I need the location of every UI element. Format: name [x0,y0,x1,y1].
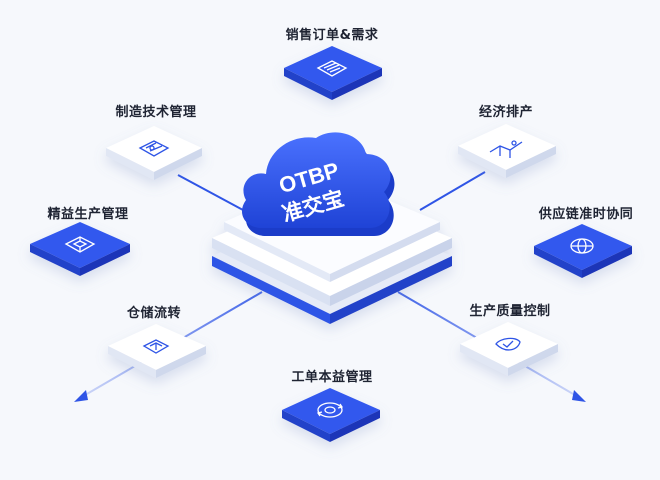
box-flow-icon [142,339,170,354]
label-sales-orders: 销售订单&需求 [285,28,379,43]
cube-icon [64,236,96,253]
tile-mfg-tech[interactable] [106,126,202,180]
cycle-gear-icon [316,402,344,418]
label-quality: 生产质量控制 [469,304,551,319]
cloud-icon [241,132,395,236]
tile-economic[interactable] [458,124,556,178]
chart-hand-icon [489,140,523,158]
globe-icon [570,238,594,254]
blueprint-icon [138,140,170,157]
line-to-mfg-tech [177,174,244,211]
line-to-economic [419,171,486,211]
label-supply-chain: 供应链准时协同 [538,207,634,222]
arrow-left [74,390,88,402]
label-lean-production: 精益生产管理 [47,207,129,222]
document-list-icon [316,60,348,77]
tile-lean-production[interactable] [30,222,130,276]
tile-supply-chain[interactable] [534,224,632,278]
tile-sales-orders[interactable] [284,46,382,100]
tile-quality[interactable] [460,322,558,376]
label-mfg-tech: 制造技术管理 [115,105,197,120]
arrow-right [572,390,586,402]
label-warehousing: 仓储流转 [126,306,182,321]
label-economic: 经济排产 [478,105,534,120]
tile-work-order[interactable] [282,388,380,442]
label-work-order: 工单本益管理 [291,370,373,385]
tile-warehousing[interactable] [108,324,206,378]
shield-icon [495,337,521,351]
